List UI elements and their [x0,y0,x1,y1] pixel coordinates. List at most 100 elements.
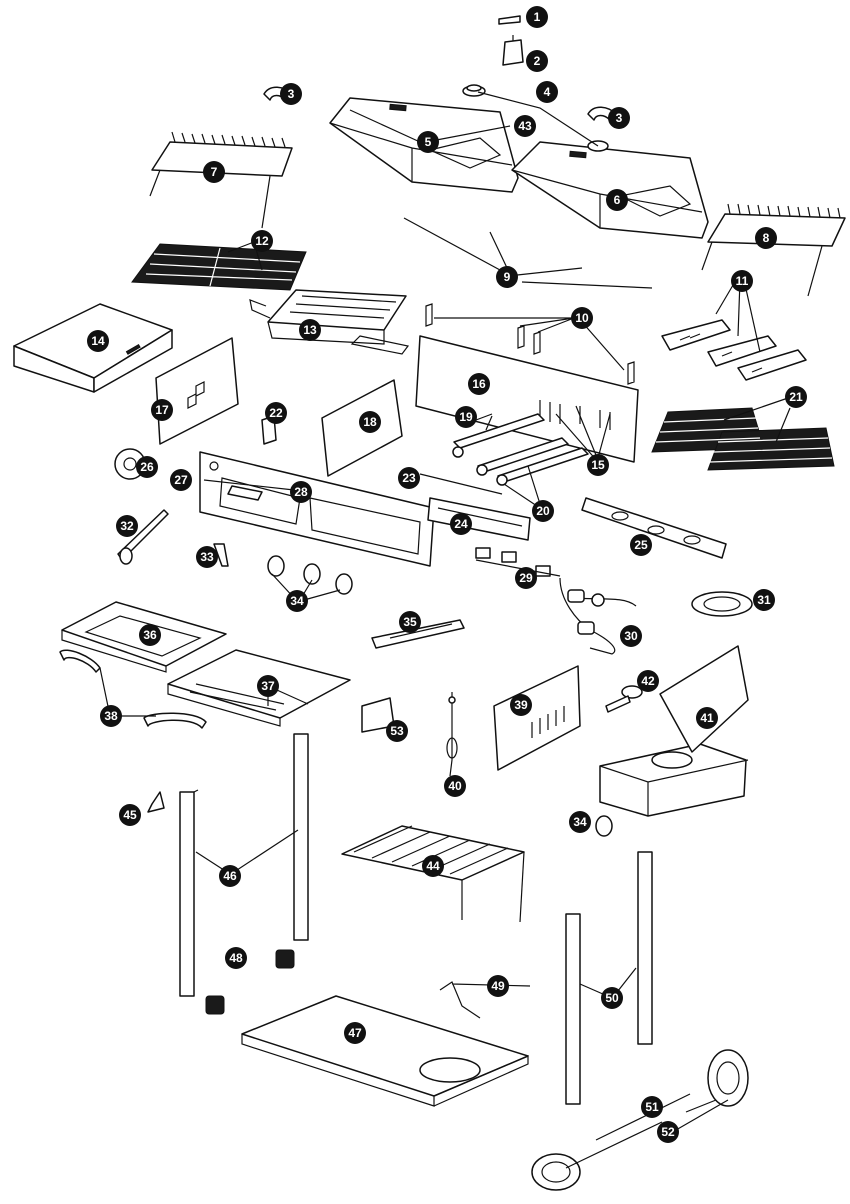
part-bottom-shelf [241,995,529,1107]
svg-text:26: 26 [140,460,154,474]
callout-46: 46 [219,865,241,887]
callout-11: 11 [731,270,753,292]
callout-44: 44 [422,855,444,877]
callout-49: 49 [487,975,509,997]
part-temperature-gauge [462,84,486,97]
svg-text:23: 23 [402,471,416,485]
callout-34a: 34 [286,590,308,612]
part-control-panel [199,451,435,567]
callout-16: 16 [468,373,490,395]
callout-22: 22 [265,402,287,424]
part-axle [595,1093,691,1141]
part-heat-tents [661,319,807,381]
part-bottom-tray [581,497,727,559]
svg-text:36: 36 [143,628,157,642]
callout-36: 36 [139,624,161,646]
svg-text:52: 52 [661,1125,675,1139]
callout-26: 26 [136,456,158,478]
callout-37: 37 [257,675,279,697]
part-flame-tamers-clips [425,303,635,385]
svg-text:49: 49 [491,979,505,993]
part-valve-manifold-bracket [427,497,531,541]
callout-7: 7 [203,161,225,183]
svg-text:43: 43 [518,119,532,133]
svg-text:17: 17 [155,403,169,417]
part-tank-retainer-wire [439,981,531,1019]
callout-19: 19 [455,406,477,428]
svg-text:14: 14 [91,334,105,348]
svg-text:21: 21 [789,390,803,404]
callout-33: 33 [196,546,218,568]
part-smoker-box-tray [249,289,410,355]
svg-text:13: 13 [303,323,317,337]
part-cart-handles [59,649,207,729]
callout-5: 5 [417,131,439,153]
part-side-burner-grate [691,591,753,617]
svg-text:50: 50 [605,991,619,1005]
svg-text:35: 35 [403,615,417,629]
part-side-panel-left [155,337,239,445]
callout-23: 23 [398,467,420,489]
svg-text:39: 39 [514,698,528,712]
callout-4: 4 [536,81,558,103]
part-warming-rack-left [149,131,293,229]
part-control-knobs [267,555,613,837]
svg-text:2: 2 [534,54,541,68]
svg-text:47: 47 [348,1026,362,1040]
svg-text:8: 8 [763,231,770,245]
part-igniter-wire [419,473,503,495]
svg-text:32: 32 [120,519,134,533]
part-igniter-button [213,543,229,567]
callout-18: 18 [359,411,381,433]
svg-text:51: 51 [645,1100,659,1114]
svg-text:27: 27 [174,473,188,487]
callout-31: 31 [753,589,775,611]
part-igniter-chain [446,692,458,777]
callout-43: 43 [514,115,536,137]
part-burner-tubes [452,413,589,486]
callout-27: 27 [170,469,192,491]
svg-text:9: 9 [504,270,511,284]
callout-29: 29 [515,567,537,589]
svg-text:15: 15 [591,458,605,472]
part-leg-bracket [147,791,165,813]
callout-6: 6 [606,189,628,211]
svg-text:44: 44 [426,859,440,873]
svg-text:33: 33 [200,550,214,564]
part-wheels [531,1049,749,1191]
svg-text:31: 31 [757,593,771,607]
svg-text:28: 28 [294,485,308,499]
callout-47: 47 [344,1022,366,1044]
callout-41: 41 [696,707,718,729]
svg-text:48: 48 [229,951,243,965]
part-bottom-shelf-rack [341,825,525,923]
part-cooking-grates-upper [131,243,307,291]
callout-25: 25 [630,534,652,556]
part-valve-manifold [475,547,561,577]
callout-34b: 34 [569,811,591,833]
callout-35: 35 [399,611,421,633]
svg-text:3: 3 [616,111,623,125]
part-caster-feet [205,949,295,1015]
part-regulator-hose [559,577,637,655]
part-rear-panel [415,335,639,463]
svg-text:1: 1 [534,10,541,24]
part-side-burner-knob [605,685,643,713]
svg-text:34: 34 [573,815,587,829]
svg-text:5: 5 [425,135,432,149]
svg-text:11: 11 [736,274,749,288]
part-burner-electrode [117,509,169,565]
callout-40: 40 [444,775,466,797]
callout-24: 24 [450,513,472,535]
svg-text:53: 53 [390,724,404,738]
callout-17: 17 [151,399,173,421]
svg-text:41: 41 [700,711,714,725]
callout-9: 9 [496,266,518,288]
svg-text:7: 7 [211,165,218,179]
callout-12: 12 [251,230,273,252]
part-grill-lid-right [511,140,709,239]
svg-text:4: 4 [544,85,551,99]
callout-51: 51 [641,1096,663,1118]
svg-text:19: 19 [459,410,473,424]
